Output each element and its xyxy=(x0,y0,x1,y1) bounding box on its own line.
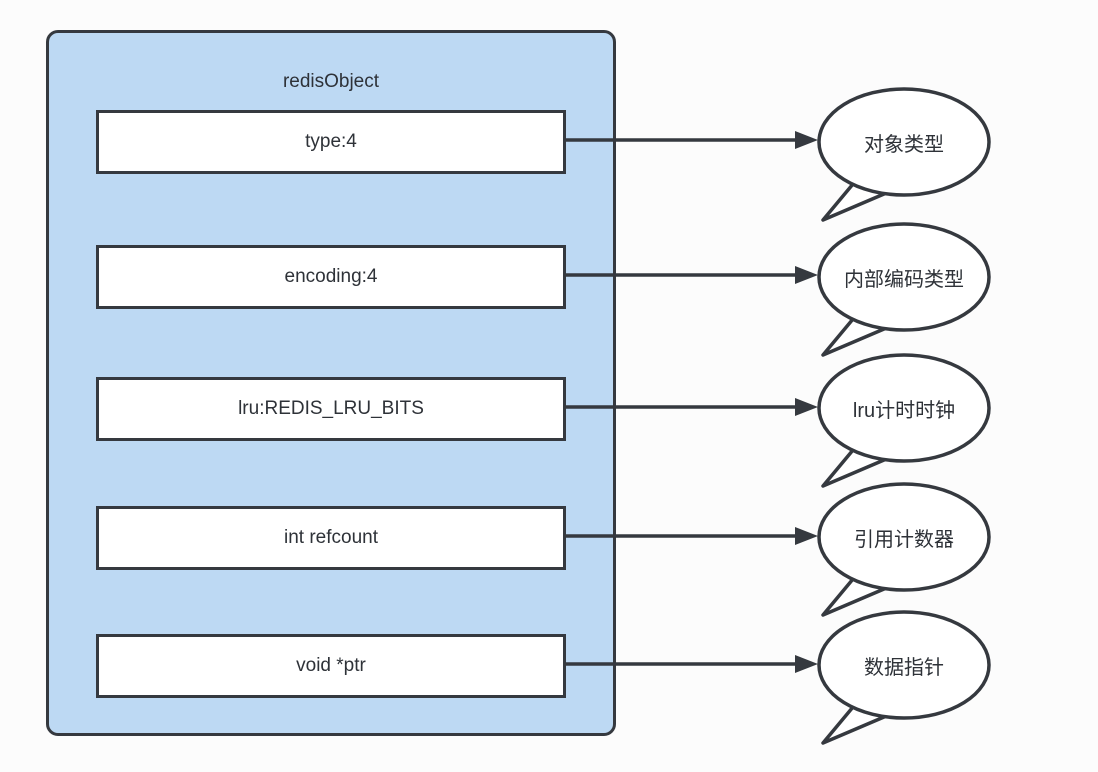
bubble-ref-counter: 引用计数器 xyxy=(816,481,994,619)
bubble-data-pointer: 数据指针 xyxy=(816,609,994,747)
field-label: encoding:4 xyxy=(284,266,378,287)
field-box-encoding: encoding:4 xyxy=(96,245,566,309)
field-box-lru: lru:REDIS_LRU_BITS xyxy=(96,377,566,441)
speech-bubble-icon xyxy=(817,222,991,357)
field-label: void *ptr xyxy=(296,655,366,676)
bubble-label: 引用计数器 xyxy=(854,528,954,551)
speech-bubble-icon xyxy=(817,482,991,617)
speech-bubble-icon xyxy=(817,87,991,222)
bubble-lru-clock: lru计时时钟 xyxy=(816,352,994,490)
field-label: int refcount xyxy=(284,527,378,548)
field-box-refcount: int refcount xyxy=(96,506,566,570)
field-label: type:4 xyxy=(305,131,357,152)
field-box-ptr: void *ptr xyxy=(96,634,566,698)
bubble-label: 对象类型 xyxy=(864,133,944,156)
bubble-label: 内部编码类型 xyxy=(844,268,964,291)
field-label: lru:REDIS_LRU_BITS xyxy=(238,398,424,419)
bubble-label: 数据指针 xyxy=(864,656,944,679)
bubble-encoding-type: 内部编码类型 xyxy=(816,221,994,359)
field-box-type: type:4 xyxy=(96,110,566,174)
speech-bubble-icon xyxy=(817,610,991,745)
panel-title: redisObject xyxy=(282,71,380,92)
bubble-label: lru计时时钟 xyxy=(852,399,956,422)
speech-bubble-icon xyxy=(817,353,991,488)
bubble-object-type: 对象类型 xyxy=(816,86,994,224)
